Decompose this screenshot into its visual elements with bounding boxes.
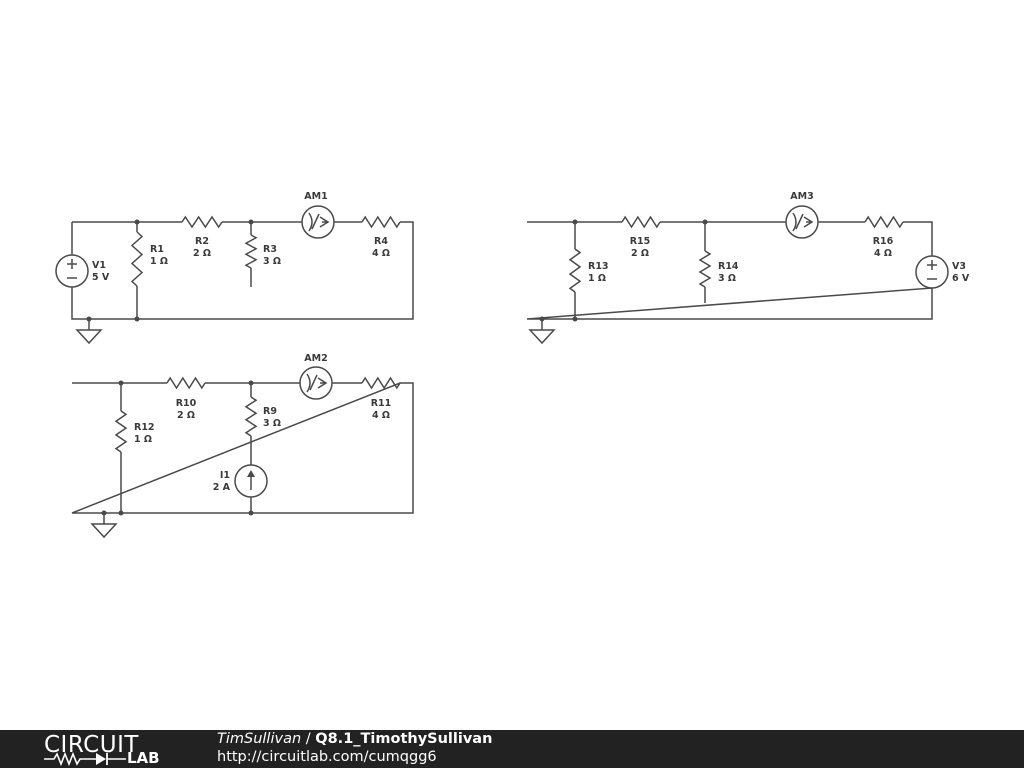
resistor-r10[interactable] bbox=[166, 376, 206, 390]
label-am2-name: AM2 bbox=[304, 353, 327, 364]
label-i1-value: 2 A bbox=[213, 482, 231, 493]
wire bbox=[541, 222, 706, 330]
label-r13-name: R13 bbox=[588, 261, 609, 272]
junction-dot bbox=[572, 316, 578, 322]
junction-dot bbox=[248, 510, 254, 516]
logo-lab-text: LAB bbox=[127, 749, 160, 767]
label-r1-value: 1 Ω bbox=[150, 256, 168, 267]
label-r14-name: R14 bbox=[718, 261, 739, 272]
logo-circuit-text: CIRCUIT bbox=[44, 732, 139, 758]
label-r15-name: R15 bbox=[630, 236, 651, 247]
label-r16-name: R16 bbox=[873, 236, 894, 247]
resistor-r1[interactable] bbox=[130, 231, 144, 287]
voltage-source-v1[interactable] bbox=[55, 254, 89, 288]
circuit-url-link[interactable]: http://circuitlab.com/cumqgg6 bbox=[217, 749, 437, 765]
label-am3-name: AM3 bbox=[790, 191, 813, 202]
resistor-r15[interactable] bbox=[621, 215, 661, 229]
ground-symbol bbox=[90, 523, 118, 539]
ammeter-am2[interactable] bbox=[299, 366, 333, 400]
label-v1-name: V1 bbox=[92, 260, 106, 271]
resistor-r3[interactable] bbox=[244, 234, 258, 269]
resistor-r4[interactable] bbox=[361, 215, 401, 229]
label-r2-name: R2 bbox=[195, 236, 209, 247]
resistor-r12[interactable] bbox=[114, 410, 128, 453]
label-r1-name: R1 bbox=[150, 244, 164, 255]
label-r3-value: 3 Ω bbox=[263, 256, 281, 267]
ground-symbol bbox=[528, 329, 556, 345]
label-r12-value: 1 Ω bbox=[134, 434, 152, 445]
footer-title-line: TimSullivan / Q8.1_TimothySullivan bbox=[217, 731, 492, 747]
wire bbox=[103, 383, 252, 524]
label-v3-name: V3 bbox=[952, 261, 966, 272]
resistor-r9[interactable] bbox=[244, 396, 258, 437]
label-r12-name: R12 bbox=[134, 422, 155, 433]
label-r9-name: R9 bbox=[263, 406, 277, 417]
resistor-r13[interactable] bbox=[568, 248, 582, 293]
label-r16-value: 4 Ω bbox=[874, 248, 892, 259]
junction-dot bbox=[118, 380, 124, 386]
author-link[interactable]: TimSullivan bbox=[217, 731, 302, 747]
ammeter-am3[interactable] bbox=[785, 205, 819, 239]
label-r10-value: 2 Ω bbox=[177, 410, 195, 421]
label-r11-value: 4 Ω bbox=[372, 410, 390, 421]
junction-dot bbox=[118, 510, 124, 516]
label-r4-value: 4 Ω bbox=[372, 248, 390, 259]
label-r10-name: R10 bbox=[176, 398, 197, 409]
circuit-title[interactable]: Q8.1_TimothySullivan bbox=[315, 731, 493, 747]
label-r13-value: 1 Ω bbox=[588, 273, 606, 284]
current-source-i1[interactable] bbox=[234, 464, 268, 498]
junction-dot bbox=[134, 316, 140, 322]
label-r2-value: 2 Ω bbox=[193, 248, 211, 259]
label-i1-name: I1 bbox=[220, 470, 230, 481]
resistor-r14[interactable] bbox=[698, 250, 712, 288]
wire bbox=[88, 222, 252, 330]
resistor-r16[interactable] bbox=[864, 215, 904, 229]
junction-dot bbox=[572, 219, 578, 225]
label-r9-value: 3 Ω bbox=[263, 418, 281, 429]
label-r11-name: R11 bbox=[371, 398, 392, 409]
footer-bar: CIRCUIT LAB TimSullivan / Q8.1_TimothySu… bbox=[0, 730, 1024, 768]
voltage-source-v3[interactable] bbox=[915, 255, 949, 289]
ammeter-am1[interactable] bbox=[301, 205, 335, 239]
label-r15-value: 2 Ω bbox=[631, 248, 649, 259]
ground-symbol bbox=[75, 329, 103, 345]
label-r3-name: R3 bbox=[263, 244, 277, 255]
junction-dot bbox=[702, 219, 708, 225]
label-r4-name: R4 bbox=[374, 236, 388, 247]
label-v1-value: 5 V bbox=[92, 272, 110, 283]
logo-waveform-icon bbox=[44, 751, 126, 767]
junction-dot bbox=[86, 316, 92, 322]
label-am1-name: AM1 bbox=[304, 191, 327, 202]
junction-dot bbox=[248, 219, 254, 225]
label-r14-value: 3 Ω bbox=[718, 273, 736, 284]
resistor-r2[interactable] bbox=[181, 215, 223, 229]
junction-dot bbox=[101, 510, 107, 516]
wire bbox=[71, 221, 414, 320]
resistor-r11[interactable] bbox=[361, 376, 401, 390]
junction-dot bbox=[134, 219, 140, 225]
junction-dot bbox=[539, 316, 545, 322]
breadcrumb-separator: / bbox=[301, 731, 316, 747]
junction-dot bbox=[248, 380, 254, 386]
label-v3-value: 6 V bbox=[952, 273, 970, 284]
